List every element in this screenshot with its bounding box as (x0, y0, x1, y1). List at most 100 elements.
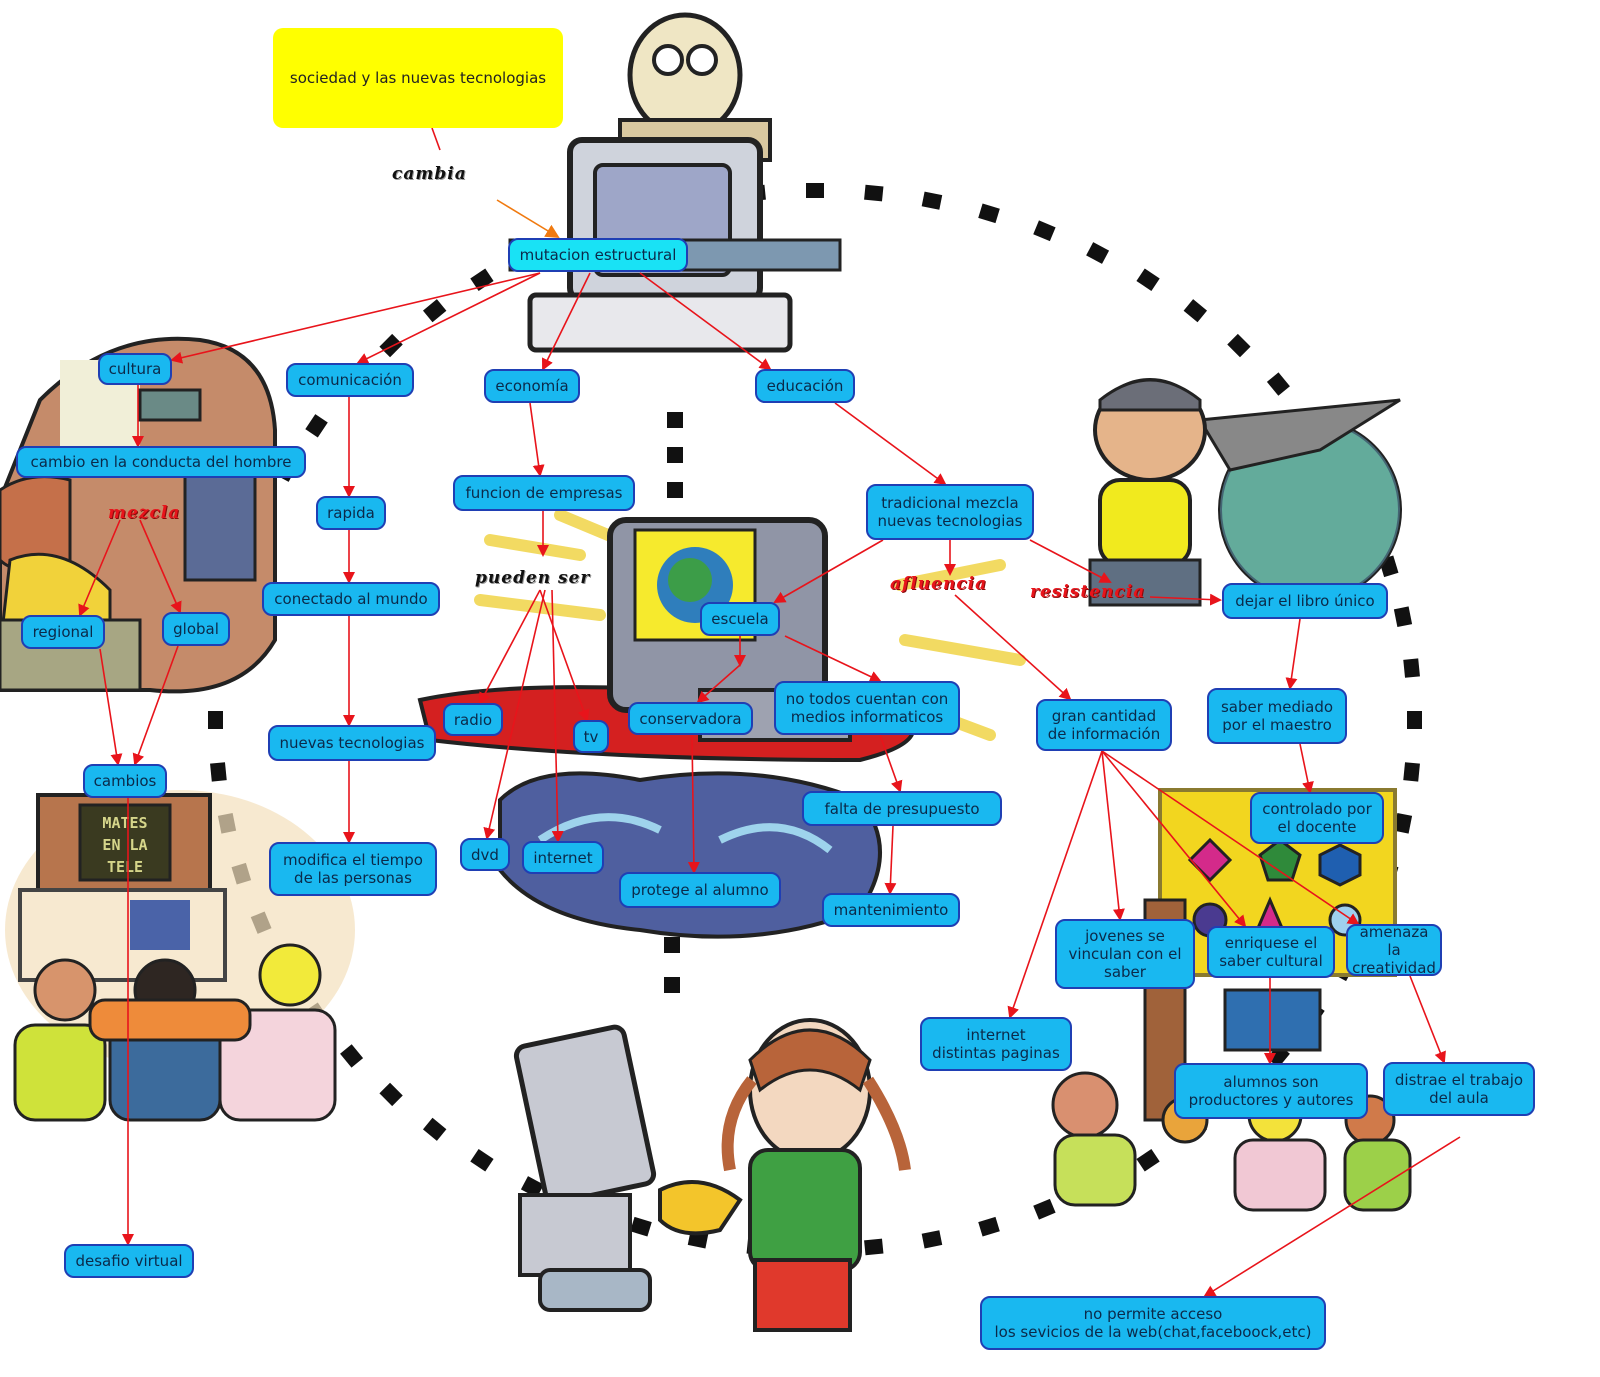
connector-arrow (170, 272, 541, 364)
node-comunicacion[interactable]: comunicación (286, 363, 414, 397)
connector-arrow (99, 648, 123, 766)
ring-dot (978, 1216, 1000, 1237)
connector-arrow (954, 594, 1072, 701)
node-falta-presupuesto[interactable]: falta de presupuesto (802, 791, 1002, 826)
ring-dot (470, 1149, 494, 1172)
node-protege-alumno[interactable]: protege al alumno (619, 872, 781, 908)
node-cambio-conducta[interactable]: cambio en la conducta del hombre (16, 446, 306, 478)
ring-dot (1403, 658, 1420, 678)
link-label-cambia: cambia (392, 164, 467, 184)
connector-arrow (529, 402, 545, 477)
connector-arrow (1149, 593, 1222, 606)
node-dvd[interactable]: dvd (460, 838, 510, 871)
ring-dot (305, 414, 328, 438)
node-distrae-aula[interactable]: distrae el trabajo del aula (1383, 1062, 1535, 1116)
connector-arrow (539, 589, 590, 722)
connector-arrow (1029, 539, 1112, 583)
connector-arrow (1285, 618, 1301, 690)
node-regional[interactable]: regional (21, 615, 105, 649)
ring-dot (470, 268, 494, 291)
node-cambios[interactable]: cambios (83, 764, 167, 798)
node-tradicional-mezcla[interactable]: tradicional mezcla nuevas tecnologias (866, 484, 1034, 540)
connector-arrow (834, 402, 947, 486)
svg-text:TELE: TELE (107, 858, 143, 876)
ring-dot (667, 447, 683, 463)
node-global[interactable]: global (162, 612, 230, 646)
node-no-permite[interactable]: no permite acceso los sevicios de la web… (980, 1296, 1326, 1350)
ring-dot (664, 977, 680, 993)
node-alumnos-productores[interactable]: alumnos son productores y autores (1174, 1063, 1368, 1119)
node-saber-mediado[interactable]: saber mediado por el maestro (1207, 688, 1347, 744)
ring-dot (864, 184, 884, 202)
node-enriquese[interactable]: enriquese el saber cultural (1207, 926, 1335, 978)
node-rapida[interactable]: rapida (316, 496, 386, 530)
node-educacion[interactable]: educación (755, 369, 855, 403)
node-conservadora[interactable]: conservadora (628, 702, 753, 735)
connector-arrow (696, 664, 741, 704)
node-conectado-mundo[interactable]: conectado al mundo (262, 582, 440, 616)
connector-arrow (551, 589, 564, 843)
node-gran-cantidad[interactable]: gran cantidad de información (1036, 699, 1172, 751)
node-nuevas-tecnologias[interactable]: nuevas tecnologias (268, 725, 436, 761)
svg-text:MATES: MATES (102, 814, 147, 832)
connector-arrow (1101, 750, 1247, 928)
node-radio[interactable]: radio (443, 703, 503, 736)
root-topic[interactable]: sociedad y las nuevas tecnologias (273, 28, 563, 128)
ring-dot (1183, 299, 1208, 323)
connector-arrow (479, 589, 541, 705)
ring-dot (1407, 711, 1422, 729)
connector-arrow (431, 127, 441, 151)
connector-arrow (879, 734, 903, 793)
node-economia[interactable]: economía (484, 369, 580, 403)
connector-arrow (483, 589, 546, 840)
connector-arrow (496, 199, 560, 239)
connector-arrow (1299, 743, 1314, 794)
ring-dot (1033, 1198, 1056, 1220)
link-label-resistencia: resistencia (1030, 582, 1146, 602)
connector-arrow (139, 519, 182, 614)
woman-at-bookshelf-illustration (0, 336, 277, 694)
root-topic-label: sociedad y las nuevas tecnologias (289, 69, 547, 87)
ring-dot (921, 191, 943, 210)
link-label-pueden-ser: pueden ser (475, 568, 591, 588)
node-controlado[interactable]: controlado por el docente (1250, 792, 1384, 844)
link-label-mezcla: mezcla (108, 503, 181, 523)
ring-dot (422, 299, 447, 323)
node-internet-paginas[interactable]: internet distintas paginas (920, 1017, 1072, 1071)
node-desafio-virtual[interactable]: desafio virtual (64, 1244, 194, 1278)
node-cultura[interactable]: cultura (98, 353, 172, 385)
node-escuela[interactable]: escuela (700, 602, 780, 636)
kids-watching-tv-illustration: MATES EN LA TELE (5, 790, 355, 1122)
node-no-todos[interactable]: no todos cuentan con medios informaticos (774, 681, 960, 735)
ring-dot (1136, 268, 1160, 291)
ring-dot (1393, 813, 1413, 834)
ring-dot (379, 1082, 403, 1107)
ring-dot (1393, 606, 1413, 627)
ring-dot (978, 203, 1000, 224)
node-tv[interactable]: tv (573, 720, 609, 753)
node-dejar-libro[interactable]: dejar el libro único (1222, 583, 1388, 619)
ring-dot (422, 1117, 447, 1141)
link-label-afluencia: afluencia (890, 574, 988, 594)
node-modifica-tiempo[interactable]: modifica el tiempo de las personas (269, 842, 437, 896)
ring-dot (1403, 762, 1420, 782)
node-jovenes[interactable]: jovenes se vinculan con el saber (1055, 919, 1195, 989)
ring-dot (210, 762, 227, 782)
ring-dot (340, 1044, 364, 1068)
girl-with-robot-illustration (513, 1018, 911, 1332)
ring-dot (1227, 333, 1251, 358)
node-funcion-empresas[interactable]: funcion de empresas (453, 475, 635, 511)
ring-dot (208, 711, 223, 729)
connector-arrow (784, 635, 882, 683)
connector-arrow (639, 272, 772, 371)
node-mutacion-estructural[interactable]: mutacion estructural (508, 238, 688, 272)
node-internet[interactable]: internet (522, 841, 604, 874)
node-amenaza[interactable]: amenaza la creatividad (1346, 923, 1442, 977)
ring-dot (667, 412, 683, 428)
ring-dot (1086, 242, 1110, 264)
node-mantenimiento[interactable]: mantenimiento (822, 893, 960, 927)
ring-dot (806, 183, 824, 198)
connector-arrow (1007, 750, 1103, 1019)
